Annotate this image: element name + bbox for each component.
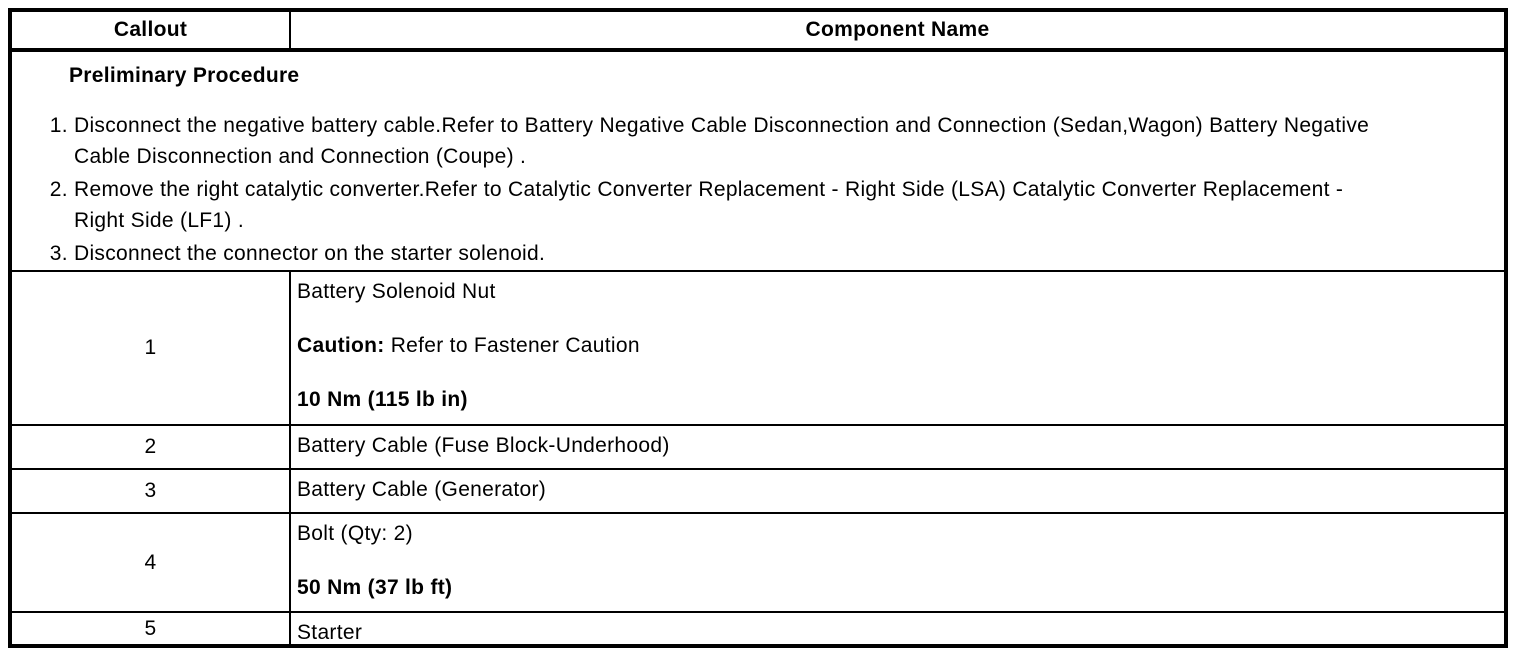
table-row-4: 4 Bolt (Qty: 2) 50 Nm (37 lb ft) <box>12 514 1504 613</box>
callout-value: 5 <box>144 616 157 640</box>
component-name: Battery Cable (Generator) <box>297 478 547 501</box>
component-name: Battery Cable (Fuse Block-Underhood) <box>297 434 670 457</box>
callout-value: 3 <box>144 479 157 502</box>
callout-value: 2 <box>144 435 157 458</box>
callout-cell: 5 <box>12 613 291 644</box>
table-row-1: 1 Battery Solenoid Nut Caution: Refer to… <box>12 272 1504 426</box>
callout-column-header: Callout <box>113 18 188 41</box>
table-header-row: Callout Component Name <box>12 12 1504 52</box>
callout-cell: 2 <box>12 426 291 468</box>
callout-value: 1 <box>144 336 157 359</box>
preliminary-step-1: Disconnect the negative battery cable.Re… <box>74 110 1377 172</box>
table-row-5: 5 Starter <box>12 613 1504 644</box>
caution-note: Caution: Refer to Fastener Caution <box>297 334 1492 357</box>
component-cell: Battery Cable (Generator) <box>291 470 1504 512</box>
component-cell: Battery Solenoid Nut Caution: Refer to F… <box>291 272 1504 424</box>
component-name: Battery Solenoid Nut <box>297 280 496 303</box>
component-cell: Starter <box>291 613 1504 644</box>
header-cell-callout: Callout <box>12 12 291 48</box>
preliminary-step-2: Remove the right catalytic converter.Ref… <box>74 174 1377 236</box>
table-row-2: 2 Battery Cable (Fuse Block-Underhood) <box>12 426 1504 470</box>
component-name: Starter <box>297 621 363 644</box>
caution-label: Caution: <box>297 334 385 357</box>
component-cell: Bolt (Qty: 2) 50 Nm (37 lb ft) <box>291 514 1504 611</box>
callout-value: 4 <box>144 550 157 574</box>
component-table: Callout Component Name Preliminary Proce… <box>8 8 1508 648</box>
callout-cell: 1 <box>12 272 291 424</box>
component-name: Bolt (Qty: 2) <box>297 522 413 545</box>
preliminary-procedure-section: Preliminary Procedure Disconnect the neg… <box>12 52 1504 272</box>
header-cell-component-name: Component Name <box>291 12 1504 48</box>
caution-text: Refer to Fastener Caution <box>384 334 640 357</box>
callout-cell: 4 <box>12 514 291 611</box>
component-name-column-header: Component Name <box>805 18 990 41</box>
table-row-3: 3 Battery Cable (Generator) <box>12 470 1504 514</box>
preliminary-steps-list: Disconnect the negative battery cable.Re… <box>12 110 1377 269</box>
preliminary-procedure-title: Preliminary Procedure <box>69 64 300 87</box>
torque-spec: 10 Nm (115 lb in) <box>297 388 468 411</box>
callout-cell: 3 <box>12 470 291 512</box>
component-cell: Battery Cable (Fuse Block-Underhood) <box>291 426 1504 468</box>
torque-spec: 50 Nm (37 lb ft) <box>297 576 453 599</box>
preliminary-step-3: Disconnect the connector on the starter … <box>74 238 1377 269</box>
